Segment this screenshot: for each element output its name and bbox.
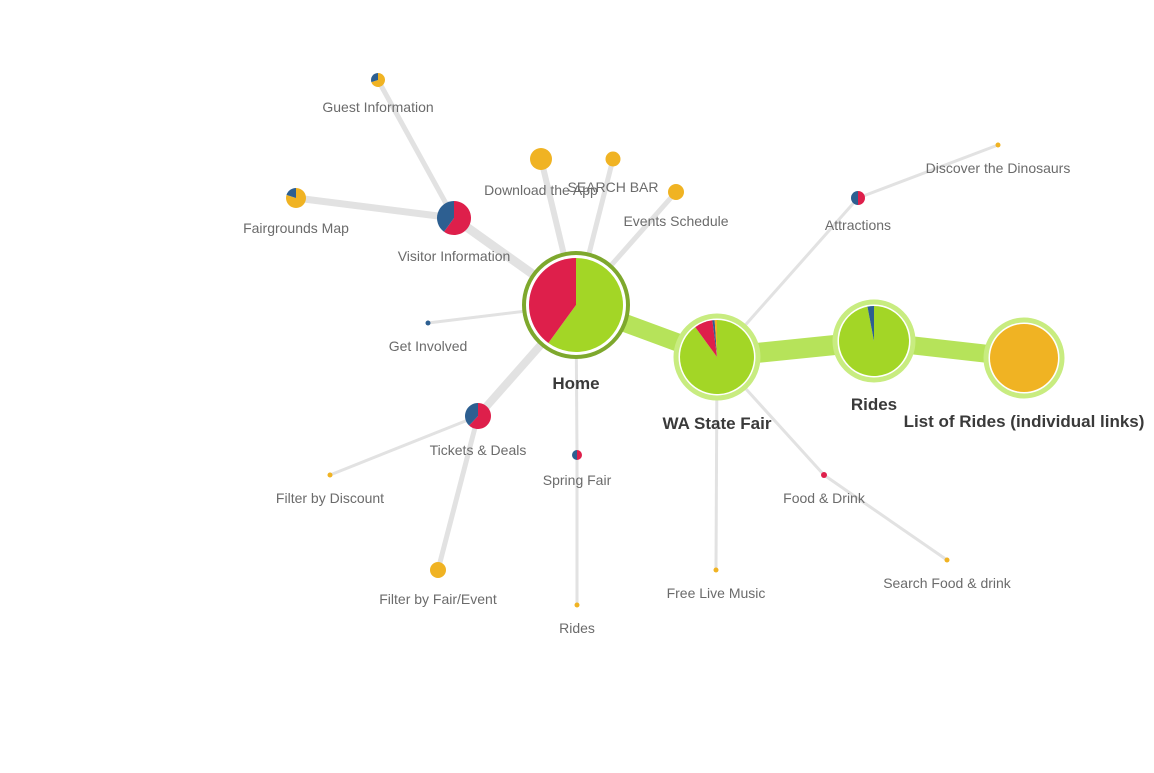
pie-slice-red <box>858 191 865 205</box>
label-food-drink[interactable]: Food & Drink <box>783 490 866 506</box>
node-filter-by-fair-event[interactable] <box>430 562 446 578</box>
label-list-of-rides[interactable]: List of Rides (individual links) <box>904 412 1145 431</box>
pie-slice-orange <box>430 562 446 578</box>
node-rides-main[interactable] <box>832 299 916 383</box>
edge-visitor-information-to-fairgrounds-map <box>295 194 455 222</box>
node-free-live-music[interactable] <box>713 567 719 573</box>
edge-tickets-deals-to-filter-by-fair-event <box>435 415 481 571</box>
pie-slice-orange <box>990 324 1058 392</box>
node-get-involved[interactable] <box>425 320 431 326</box>
label-rides-main[interactable]: Rides <box>851 395 897 414</box>
pie-slice-blue <box>425 320 431 326</box>
label-filter-by-discount[interactable]: Filter by Discount <box>276 490 384 506</box>
pie-slice-orange <box>327 472 333 478</box>
label-download-the-app[interactable]: Download the App <box>484 182 598 198</box>
pie-slice-blue <box>370 73 378 83</box>
node-discover-the-dinosaurs[interactable] <box>995 142 1001 148</box>
label-free-live-music[interactable]: Free Live Music <box>667 585 766 601</box>
node-food-drink[interactable] <box>821 472 827 478</box>
label-visitor-information[interactable]: Visitor Information <box>398 248 511 264</box>
pie-slice-red <box>821 472 827 478</box>
pie-slice-orange <box>713 567 719 573</box>
label-search-food-drink[interactable]: Search Food & drink <box>883 575 1012 591</box>
label-get-involved[interactable]: Get Involved <box>389 338 468 354</box>
pie-slice-orange <box>530 148 552 170</box>
edge-visitor-information-to-guest-information <box>375 78 457 220</box>
label-filter-by-fair-event[interactable]: Filter by Fair/Event <box>379 591 497 607</box>
node-visitor-information[interactable] <box>437 201 472 236</box>
label-search-bar[interactable]: SEARCH BAR <box>567 179 658 195</box>
node-spring-fair[interactable] <box>572 450 582 460</box>
node-tickets-deals[interactable] <box>465 403 492 429</box>
node-download-the-app[interactable] <box>530 148 552 170</box>
node-home[interactable] <box>522 251 630 359</box>
edge-food-drink-to-search-food-drink <box>823 473 948 562</box>
pie-slice-blue <box>465 403 478 426</box>
pie-slice-orange <box>995 142 1001 148</box>
label-discover-the-dinosaurs[interactable]: Discover the Dinosaurs <box>926 160 1071 176</box>
pie-slice-blue <box>286 188 296 198</box>
pie-slice-red <box>469 403 492 429</box>
node-wa-state-fair[interactable] <box>673 313 761 401</box>
node-search-food-drink[interactable] <box>944 557 950 563</box>
node-fairgrounds-map[interactable] <box>286 188 307 208</box>
node-events-schedule[interactable] <box>668 184 684 200</box>
pie-slice-orange <box>668 184 684 200</box>
node-search-bar[interactable] <box>605 151 621 167</box>
pie-slice-blue <box>867 306 874 341</box>
nodes-layer <box>286 73 1065 608</box>
label-events-schedule[interactable]: Events Schedule <box>623 213 728 229</box>
pie-slice-red <box>695 320 717 357</box>
pie-slice-blue <box>712 320 717 357</box>
pie-slice-orange <box>574 602 580 608</box>
label-home[interactable]: Home <box>552 374 599 393</box>
edge-tickets-deals-to-filter-by-discount <box>329 414 479 477</box>
node-filter-by-discount[interactable] <box>327 472 333 478</box>
pie-slice-red <box>444 201 472 236</box>
label-spring-fair[interactable]: Spring Fair <box>543 472 612 488</box>
pie-slice-blue <box>437 201 454 232</box>
pie-slice-orange <box>371 73 385 87</box>
pie-slice-orange <box>714 320 717 357</box>
label-tickets-deals[interactable]: Tickets & Deals <box>430 442 527 458</box>
pie-slice-red <box>529 258 576 344</box>
node-rides-spring[interactable] <box>574 602 580 608</box>
pie-slice-green <box>548 258 623 353</box>
node-guest-information[interactable] <box>370 73 385 87</box>
pie-slice-blue <box>572 450 577 460</box>
label-attractions[interactable]: Attractions <box>825 217 891 233</box>
pie-slice-blue <box>851 191 858 205</box>
node-list-of-rides[interactable] <box>983 317 1065 399</box>
label-rides-spring[interactable]: Rides <box>559 620 595 636</box>
node-attractions[interactable] <box>851 191 865 205</box>
label-fairgrounds-map[interactable]: Fairgrounds Map <box>243 220 349 236</box>
label-wa-state-fair[interactable]: WA State Fair <box>663 414 772 433</box>
edge-attractions-to-discover-the-dinosaurs <box>857 143 999 200</box>
pie-slice-green <box>680 319 755 394</box>
pie-slice-orange <box>944 557 950 563</box>
pie-slice-orange <box>605 151 621 167</box>
label-guest-information[interactable]: Guest Information <box>322 99 433 115</box>
pie-slice-red <box>577 450 582 460</box>
